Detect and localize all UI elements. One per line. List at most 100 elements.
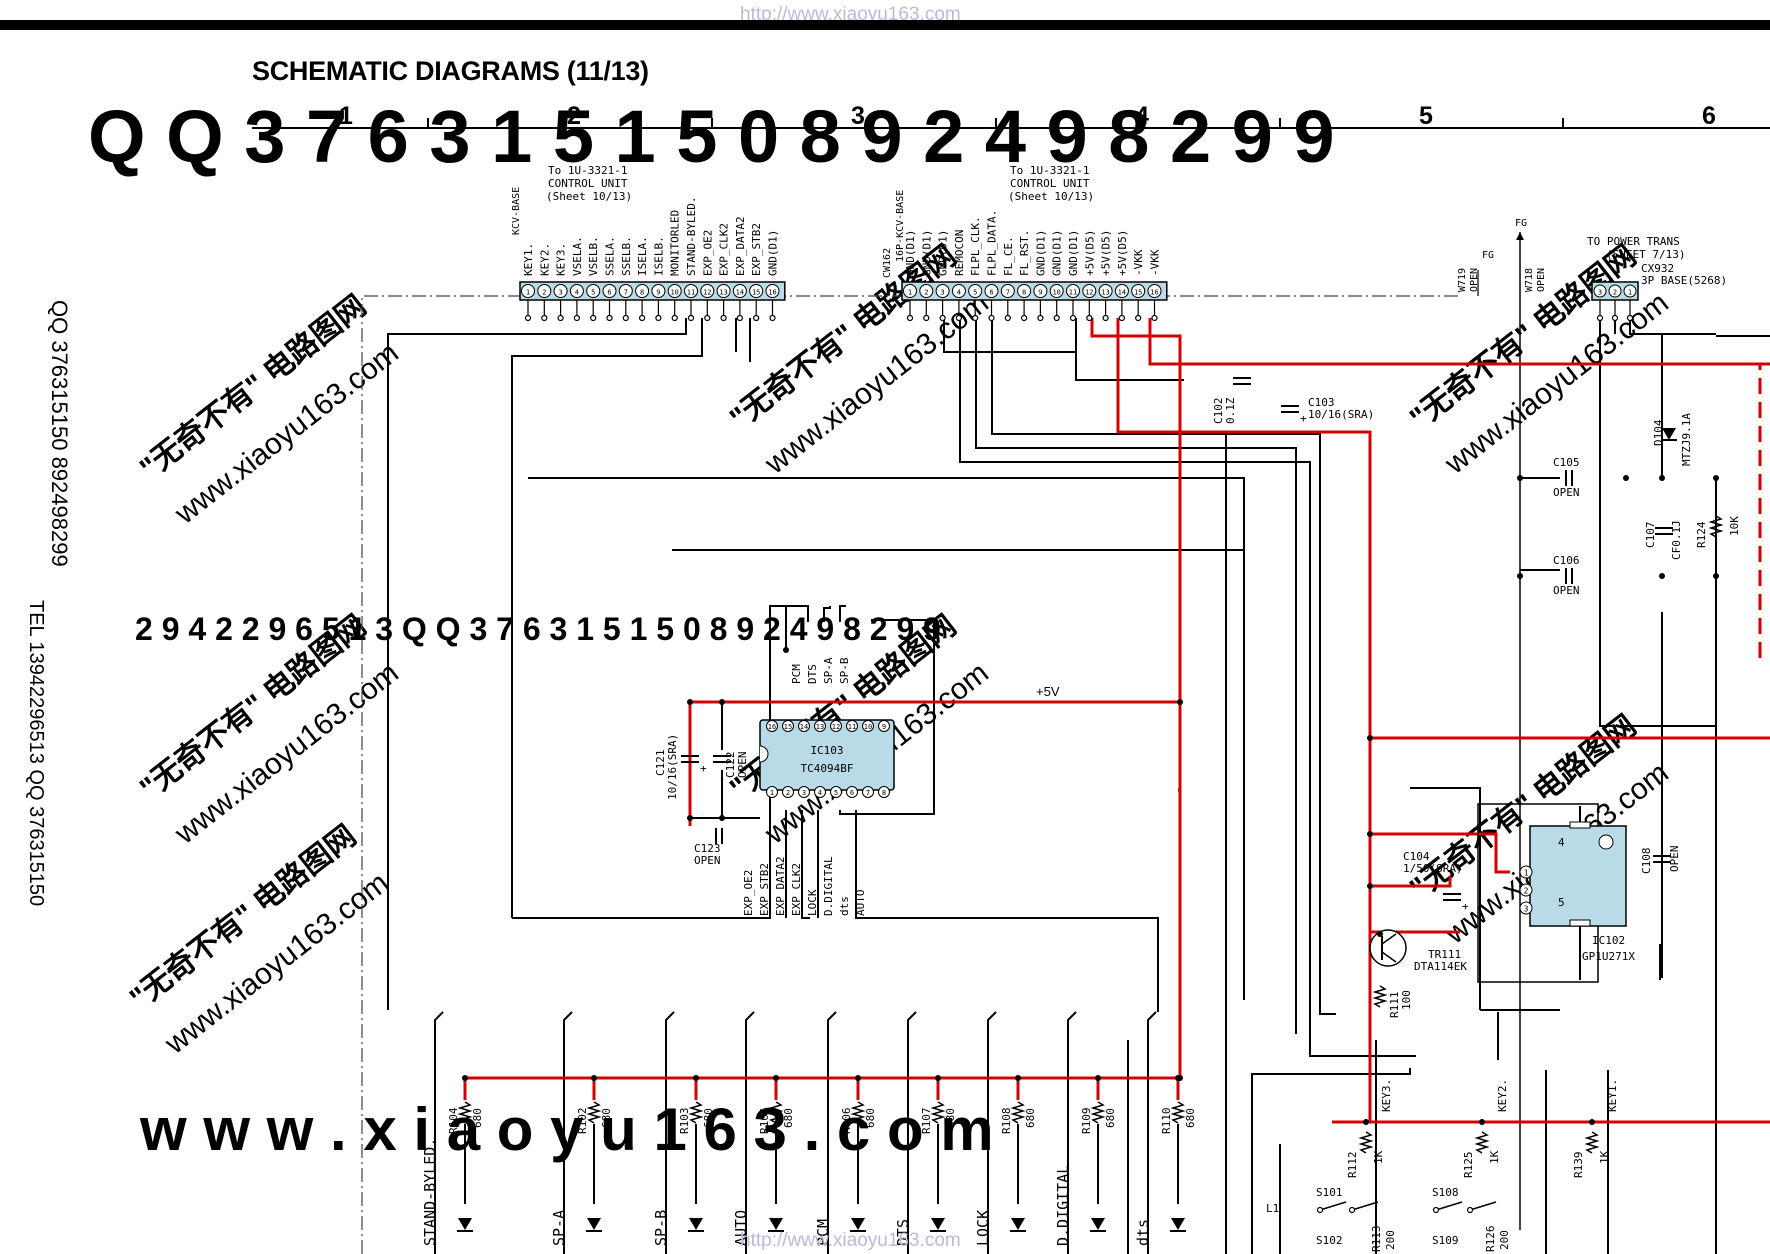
- plus5v-label: +5V: [1036, 684, 1060, 699]
- connector-right-pin-label: +5V(D5): [1116, 230, 1129, 276]
- ic103-pin: [846, 720, 858, 732]
- connector-right-pin: [1049, 284, 1064, 298]
- connector-right-pin-number: 13: [1101, 289, 1109, 297]
- connector-left-pin-label: MONITORLED: [669, 210, 682, 276]
- ic103-wire: [855, 810, 1159, 1012]
- terminal-dot: [704, 314, 711, 322]
- connector-right-pin-number: 3: [940, 289, 944, 297]
- connector-left-pin: [537, 284, 552, 298]
- led-resistor-value: 680: [702, 1108, 715, 1128]
- c103-value: 10/16(SRA): [1308, 408, 1374, 421]
- junction-dot: [1479, 1119, 1485, 1125]
- terminal-dot: [590, 314, 597, 322]
- ic103-bottom-net: EXP_DATA2: [774, 856, 787, 916]
- connector-right-pin: [919, 284, 934, 298]
- terminal-dot: [1053, 314, 1060, 322]
- terminal-dot: [671, 314, 678, 322]
- ic102-ref: IC102: [1592, 934, 1625, 947]
- connector-right-ref: CW162: [882, 248, 893, 278]
- led-diode: [851, 1218, 865, 1230]
- ic103-pin: [782, 786, 794, 798]
- c122-ref: C122: [724, 752, 737, 779]
- switch-contact: [1351, 1201, 1379, 1211]
- connector-left-pin-label: ISELB.: [652, 236, 665, 276]
- junction-dot: [1015, 1075, 1021, 1081]
- power-trans-header: TO POWER TRANS: [1587, 235, 1680, 248]
- led-diode: [1091, 1218, 1105, 1230]
- terminal-dot: [687, 314, 695, 322]
- r125-value: 1K: [1488, 1150, 1501, 1164]
- connector-right-pin-label: GND(D1): [1067, 230, 1080, 276]
- r113-ref: R113: [1370, 1226, 1383, 1253]
- connector-right-pin-number: 11: [1069, 289, 1077, 297]
- led-resistor-value: 680: [1104, 1108, 1117, 1128]
- connector-left-pin: [569, 284, 584, 298]
- s101-ref: S101: [1316, 1186, 1343, 1199]
- led-signal-wire: [563, 1011, 573, 1254]
- ic103-bottom-net: EXP_STB2: [758, 863, 771, 916]
- terminal-dot: [955, 314, 963, 322]
- led-label: SP-B: [652, 1210, 670, 1246]
- connector-right-pin-number: 16: [1150, 289, 1158, 297]
- r111-resistor: [1372, 985, 1388, 1008]
- terminal-dot: [1069, 314, 1077, 322]
- led-resistor-value: 680: [944, 1108, 957, 1128]
- junction-dot: [719, 815, 725, 821]
- s108-ref: S108: [1432, 1186, 1459, 1199]
- led-label: D.DIGITAL: [1054, 1165, 1072, 1246]
- cx932-pin: [1593, 284, 1607, 298]
- led-label: AUTO: [732, 1210, 750, 1246]
- terminal-dot: [1086, 314, 1093, 322]
- watermark-layer: Q Q 3 7 6 3 1 5 1 5 0 8 9 2 4 9 8 2 9 92…: [25, 95, 1675, 1163]
- fg-label: FG: [1515, 218, 1527, 229]
- led-label: LOCK: [974, 1210, 992, 1246]
- power-wire: [1370, 832, 1510, 874]
- led-label: dts: [1134, 1219, 1152, 1246]
- junction-dot: [783, 647, 789, 653]
- terminal-dot: [1118, 314, 1126, 322]
- connector-right-pin-label: -VKK: [1132, 249, 1145, 276]
- junction-dot: [1367, 735, 1373, 741]
- junction-dot: [687, 815, 693, 821]
- component-layer: [361, 232, 1724, 1254]
- ic103-pin: [846, 786, 858, 798]
- led-resistor-value: 680: [782, 1108, 795, 1128]
- terminal-dot: [1135, 314, 1142, 322]
- connector-left-header: CONTROL UNIT: [548, 177, 628, 190]
- led-signal-wire: [827, 1011, 837, 1254]
- ic103-pin: [830, 720, 842, 732]
- connector-right-pin: [1131, 284, 1146, 298]
- r139-key: KEY1.: [1606, 1079, 1619, 1112]
- grid-column-number: 3: [851, 102, 865, 130]
- junction-dot: [693, 1075, 699, 1081]
- r139-value: 1K: [1598, 1150, 1611, 1164]
- ic103-pin-number: 1: [770, 789, 774, 797]
- tr111-ref: TR111: [1428, 948, 1461, 961]
- junction-dot: [462, 1075, 468, 1081]
- junction-dot: [1367, 883, 1373, 889]
- ic103-top-net: DTS: [806, 664, 819, 684]
- d104-diode: [1662, 428, 1676, 440]
- terminal-dot: [1348, 1206, 1356, 1214]
- connector-left-pin-label: EXP_STB2: [750, 223, 763, 276]
- label-layer: 1KEY1.2KEY2.3KEY3.4VSELA.5VSELB.6SSELA.7…: [421, 164, 1741, 1252]
- tr111-transistor: [1369, 929, 1407, 967]
- led-resistor: [1170, 1101, 1186, 1124]
- connector-right-pin-number: 5: [973, 289, 977, 297]
- grid-column-number: 6: [1702, 102, 1716, 130]
- connector-left-header: To 1U-3321-1: [548, 164, 627, 177]
- connector-left-pin: [635, 284, 650, 298]
- connector-right-pin: [1017, 284, 1032, 298]
- s109-ref: S109: [1432, 1234, 1459, 1247]
- junction-dot: [687, 699, 693, 705]
- connector-left-pin-number: 9: [656, 289, 660, 297]
- junction-dot: [935, 1075, 941, 1081]
- connector-right-pin: [1098, 284, 1113, 298]
- grid-column-number: 1: [339, 102, 353, 130]
- w719-ref: W719: [1457, 268, 1468, 292]
- terminal-dot: [638, 314, 646, 322]
- cx932-pin-number: 2: [1613, 289, 1617, 297]
- ic103-top-net: SP-B: [838, 657, 851, 684]
